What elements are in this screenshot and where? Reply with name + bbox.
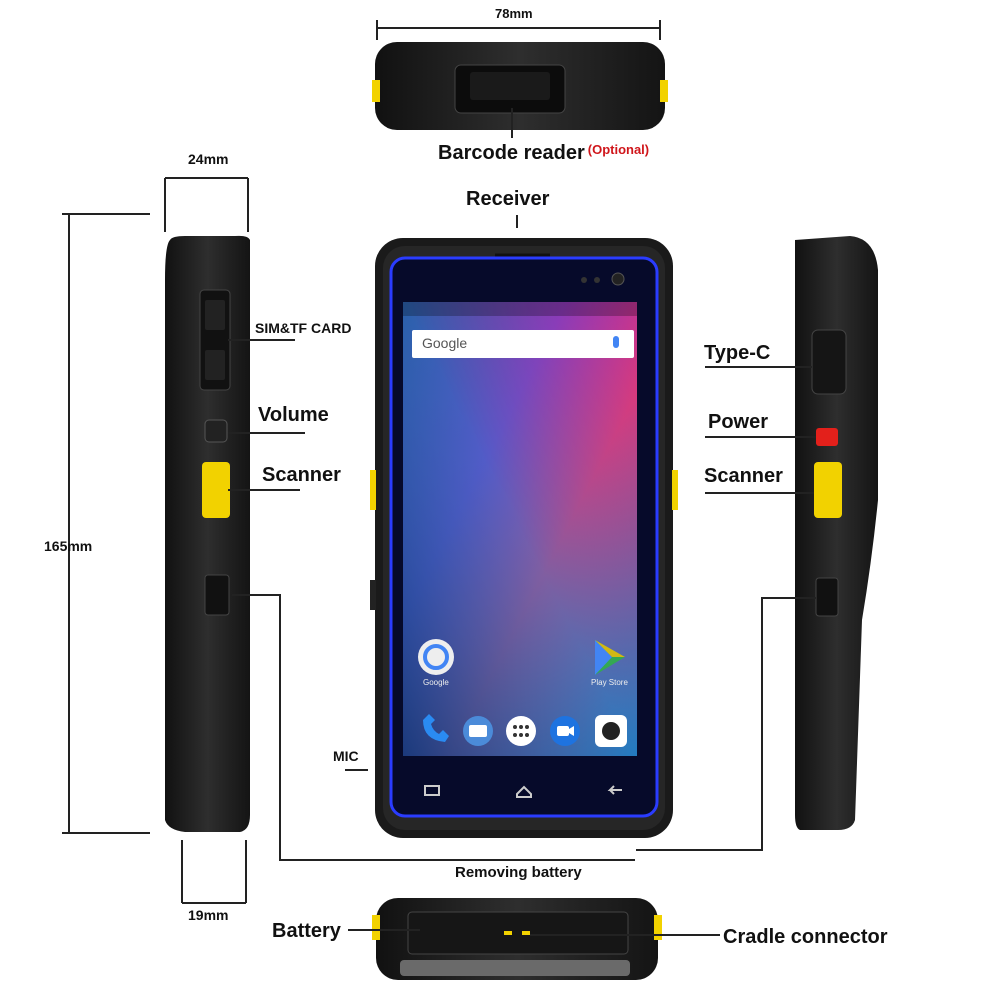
scanner-left-label: Scanner <box>262 464 341 486</box>
dimension-depth-top-label: 24mm <box>188 151 229 167</box>
optional-text: (Optional) <box>587 142 650 157</box>
dimension-height <box>62 213 150 834</box>
type-c-label: Type-C <box>704 342 771 364</box>
right-leaders <box>636 366 816 851</box>
left-leaders <box>228 339 635 861</box>
dimension-width-label: 78mm <box>495 6 533 21</box>
scanner-right-label: Scanner <box>704 465 783 487</box>
app-google-label: Google <box>423 678 449 687</box>
barcode-reader-text: Barcode reader <box>438 142 585 164</box>
top-view-device <box>372 42 668 130</box>
app-playstore-label: Play Store <box>591 678 628 687</box>
dimension-depth-bottom-label: 19mm <box>188 907 229 923</box>
cradle-connector-label: Cradle connector <box>723 926 888 948</box>
battery-label: Battery <box>272 920 341 942</box>
removing-battery-label: Removing battery <box>455 864 582 881</box>
google-search-brand: Google <box>422 335 468 351</box>
bottom-leaders <box>348 929 720 936</box>
barcode-reader-label: Barcode reader(Optional) <box>438 142 649 165</box>
dimension-width <box>376 20 661 40</box>
dimension-height-label: 165mm <box>44 538 93 554</box>
dimension-depth-top <box>164 177 249 232</box>
bottom-view-device <box>372 898 662 980</box>
receiver-label: Receiver <box>466 188 550 210</box>
mic-label: MIC <box>333 748 359 764</box>
dimension-depth-bottom <box>181 840 247 904</box>
volume-label: Volume <box>258 404 329 426</box>
sim-tf-label: SIM&TF CARD <box>255 320 352 336</box>
right-side-device <box>795 236 878 830</box>
front-device <box>370 215 678 838</box>
power-label: Power <box>708 411 769 433</box>
left-side-device <box>165 235 250 833</box>
